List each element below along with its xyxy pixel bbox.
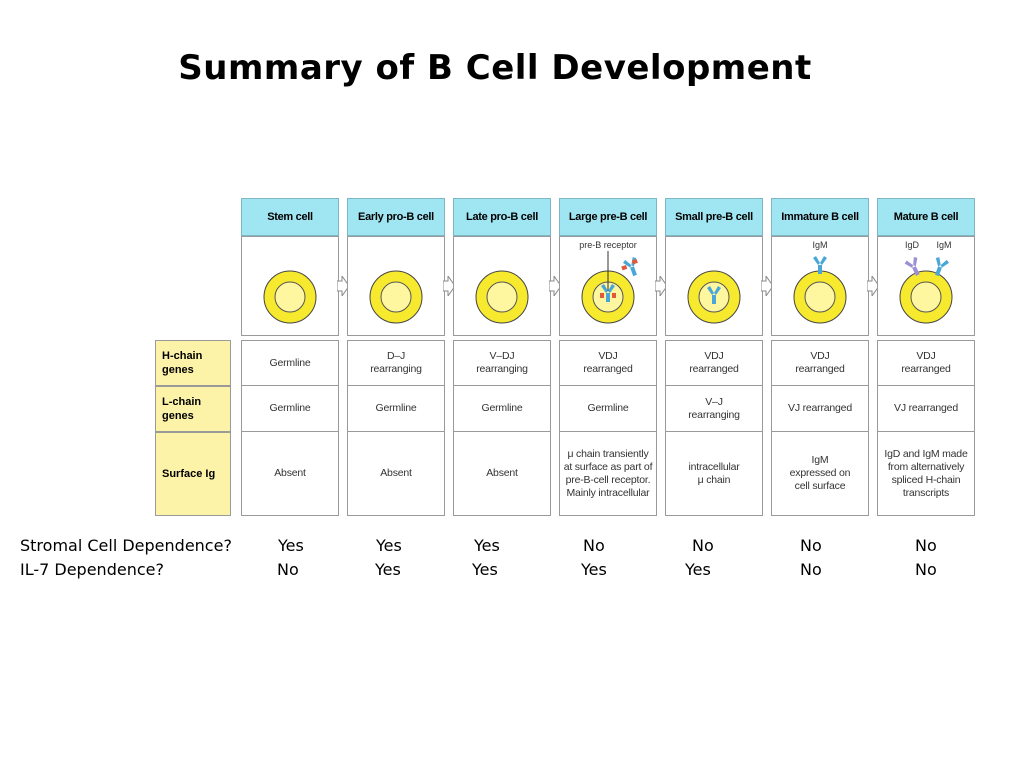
igm-receptor-icon [935, 257, 949, 277]
h-chain-cell: VDJ rearranged [877, 340, 975, 386]
cell-nucleus [380, 281, 412, 313]
cell-drawing: pre-B receptor [579, 240, 638, 324]
il7-label: IL-7 Dependence? [20, 560, 164, 579]
l-chain-cell: Germline [241, 386, 339, 432]
page-title: Summary of B Cell Development [178, 48, 812, 88]
receptor-label: pre-B receptor [579, 240, 637, 250]
progression-arrow-icon [866, 274, 880, 301]
l-chain-cell: Germline [347, 386, 445, 432]
receptor-label: IgD [905, 240, 920, 250]
surface-ig-cell: μ chain transiently at surface as part o… [559, 432, 657, 516]
h-chain-cell: VDJ rearranged [665, 340, 763, 386]
surface-ig-cell: IgM expressed on cell surface [771, 432, 869, 516]
il7-dependence-value: Yes [581, 560, 607, 579]
h-chain-cell: D–J rearranging [347, 340, 445, 386]
il7-dependence-value: Yes [375, 560, 401, 579]
cell-drawing: IgD IgM [899, 240, 953, 324]
stage-header: Late pro-B cell [453, 198, 551, 236]
cell-drawing [369, 270, 423, 324]
stromal-dependence-value: No [800, 536, 822, 555]
progression-arrow-icon [654, 274, 668, 301]
surface-ig-cell: Absent [241, 432, 339, 516]
cell-illustration-box: IgM [771, 236, 869, 336]
receptor-label: IgM [812, 240, 827, 250]
cell-illustration-box [241, 236, 339, 336]
stage-header: Small pre-B cell [665, 198, 763, 236]
stromal-dependence-value: Yes [474, 536, 500, 555]
il7-dependence-value: No [800, 560, 822, 579]
h-chain-cell: V–DJ rearranging [453, 340, 551, 386]
progression-arrow-icon [760, 274, 774, 301]
progression-arrow-icon [442, 274, 456, 301]
h-chain-cell: VDJ rearranged [771, 340, 869, 386]
stromal-label: Stromal Cell Dependence? [20, 536, 232, 555]
h-chain-cell: Germline [241, 340, 339, 386]
l-chain-cell: VJ rearranged [771, 386, 869, 432]
stage-header: Mature B cell [877, 198, 975, 236]
cell-nucleus [486, 281, 518, 313]
igm-receptor-icon [813, 256, 827, 274]
il7-dependence-value: No [277, 560, 299, 579]
il7-dependence-value: Yes [685, 560, 711, 579]
stage-header: Stem cell [241, 198, 339, 236]
stromal-dependence-value: Yes [278, 536, 304, 555]
igd-receptor-icon [904, 257, 920, 277]
surface-ig-cell: Absent [347, 432, 445, 516]
stage-header: Large pre-B cell [559, 198, 657, 236]
stromal-dependence-value: Yes [376, 536, 402, 555]
stage-header: Immature B cell [771, 198, 869, 236]
surface-ig-cell: Absent [453, 432, 551, 516]
cell-nucleus [274, 281, 306, 313]
cell-nucleus [910, 281, 942, 313]
cell-drawing: IgM [793, 240, 847, 324]
intracellular-mu-chain [601, 284, 615, 302]
h-chain-cell: VDJ rearranged [559, 340, 657, 386]
cell-nucleus [804, 281, 836, 313]
row-label-l-chain: L-chain genes [155, 386, 231, 432]
stromal-dependence-value: No [915, 536, 937, 555]
cell-illustration-box [453, 236, 551, 336]
progression-arrow-icon [548, 274, 562, 301]
cell-drawing [687, 270, 741, 324]
l-chain-cell: VJ rearranged [877, 386, 975, 432]
l-chain-cell: Germline [453, 386, 551, 432]
stromal-dependence-value: No [692, 536, 714, 555]
stage-header: Early pro-B cell [347, 198, 445, 236]
cell-illustration-box [347, 236, 445, 336]
cell-illustration-box: pre-B receptor [559, 236, 657, 336]
cell-drawing [475, 270, 529, 324]
il7-dependence-value: No [915, 560, 937, 579]
stromal-dependence-value: No [583, 536, 605, 555]
progression-arrow-icon [336, 274, 350, 301]
il7-dependence-value: Yes [472, 560, 498, 579]
cell-illustration-box: IgD IgM [877, 236, 975, 336]
cell-drawing [263, 270, 317, 324]
intracellular-mu-chain-icon [707, 286, 721, 304]
cell-illustration-box [665, 236, 763, 336]
surface-ig-cell: IgD and IgM made from alternatively spli… [877, 432, 975, 516]
row-label-surface-ig: Surface Ig [155, 432, 231, 516]
surface-ig-cell: intracellular μ chain [665, 432, 763, 516]
l-chain-cell: Germline [559, 386, 657, 432]
l-chain-cell: V–J rearranging [665, 386, 763, 432]
row-label-h-chain: H-chain genes [155, 340, 231, 386]
receptor-label: IgM [936, 240, 951, 250]
